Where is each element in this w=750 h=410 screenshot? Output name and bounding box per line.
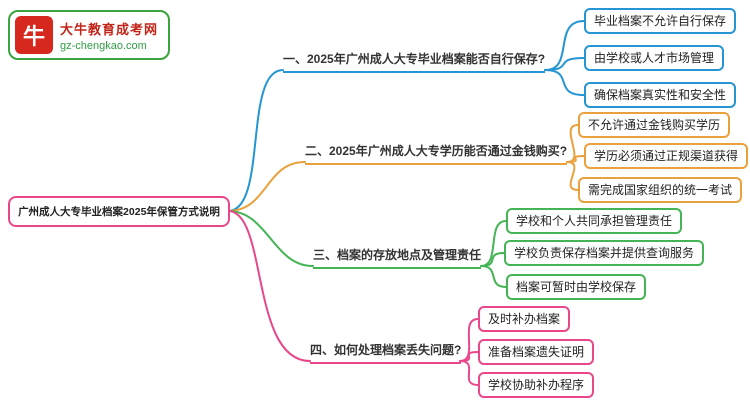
branch-4-label: 四、如何处理档案丢失问题?: [310, 341, 462, 364]
branch-4-leaf-3: 学校协助补办程序: [478, 372, 595, 398]
branch-3-leaf-2: 学校负责保存档案并提供查询服务: [504, 240, 705, 266]
branch-3-leaf-3: 档案可暂时由学校保存: [506, 274, 647, 300]
branch-2-leaf-2: 学历必须通过正规渠道获得: [584, 143, 749, 169]
logo-url: gz-chengkao.com: [60, 39, 147, 52]
bull-icon: 牛: [15, 16, 53, 54]
branch-2-label: 二、2025年广州成人大专学历能否通过金钱购买?: [305, 142, 568, 165]
branch-2-leaf-1: 不允许通过金钱购买学历: [578, 112, 731, 138]
branch-2-leaf-3: 需完成国家组织的统一考试: [578, 177, 743, 203]
branch-1-leaf-2: 由学校或人才市场管理: [584, 45, 725, 71]
logo-title: 大牛教育成考网: [60, 21, 159, 37]
branch-3-leaf-1: 学校和个人共同承担管理责任: [506, 208, 683, 234]
branch-1-label: 一、2025年广州成人大专毕业档案能否自行保存?: [283, 50, 546, 73]
branch-3-label: 三、档案的存放地点及管理责任: [313, 246, 482, 269]
branch-1-leaf-1: 毕业档案不允许自行保存: [584, 8, 737, 34]
logo-text: 大牛教育成考网 gz-chengkao.com: [60, 19, 158, 52]
root-node: 广州成人大专毕业档案2025年保管方式说明: [8, 196, 230, 227]
site-logo[interactable]: 牛 大牛教育成考网 gz-chengkao.com: [8, 10, 171, 60]
branch-4-leaf-2: 准备档案遗失证明: [478, 339, 595, 365]
branch-4-leaf-1: 及时补办档案: [478, 306, 571, 332]
branch-1-leaf-3: 确保档案真实性和安全性: [584, 82, 737, 108]
